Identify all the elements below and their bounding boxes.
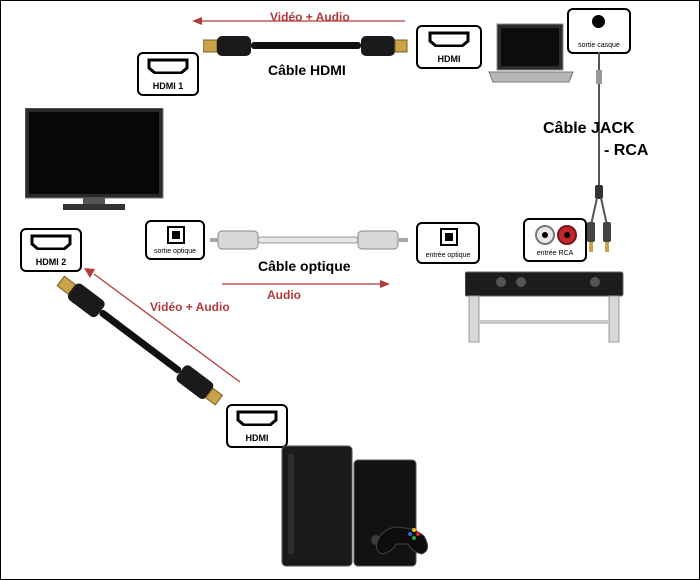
furniture-optical-in-callout: entrée optique [416, 222, 480, 264]
jack-cable-label-line1: Câble JACK [543, 120, 635, 137]
rca-white-port-icon [535, 225, 555, 245]
video-audio-label-bottom: Vidéo + Audio [150, 300, 230, 314]
optical-port-icon [167, 226, 185, 244]
console-hdmi-port-callout: HDMI [226, 404, 288, 448]
hdmi-cable-top [203, 36, 408, 56]
tv-hdmi2-label: HDMI 2 [35, 257, 67, 267]
optical-cable [210, 230, 408, 250]
laptop-headphone-label: sortie casque [578, 42, 620, 49]
tv-hdmi2-port-callout: HDMI 2 [20, 228, 82, 272]
hdmi-cable-bottom [56, 275, 224, 406]
hdmi-port-icon [428, 31, 470, 47]
home-cinema-furniture-icon [465, 271, 624, 343]
video-audio-arrow-bottom [84, 268, 241, 383]
audio-arrow [222, 280, 390, 288]
game-consoles-icon [281, 445, 428, 567]
audio-label: Audio [267, 288, 301, 302]
video-audio-arrow-top [192, 17, 405, 25]
hdmi-port-icon [30, 234, 72, 250]
laptop-icon [488, 23, 574, 83]
console-hdmi-label: HDMI [245, 433, 269, 443]
headphone-jack-icon [592, 15, 605, 28]
tv-optical-out-label: sortie optique [153, 248, 197, 255]
tv-optical-out-callout: sortie optique [145, 220, 205, 260]
laptop-hdmi-label: HDMI [437, 54, 461, 64]
rca-red-port-icon [557, 225, 577, 245]
hdmi-port-icon [236, 410, 278, 426]
tv-hdmi1-label: HDMI 1 [152, 81, 184, 91]
laptop-hdmi-port-callout: HDMI [416, 25, 482, 69]
furniture-rca-in-callout: entrée RCA [523, 218, 587, 262]
hdmi-cable-label: Câble HDMI [268, 62, 346, 78]
video-audio-label-top: Vidéo + Audio [270, 10, 350, 24]
laptop-headphone-port-callout: sortie casque [567, 8, 631, 54]
jack-rca-cable [587, 52, 611, 252]
tv-icon [25, 108, 164, 210]
furniture-rca-in-label: entrée RCA [536, 250, 574, 257]
jack-cable-label-line2: - RCA [604, 142, 649, 159]
optical-cable-label: Câble optique [258, 258, 351, 274]
tv-hdmi1-port-callout: HDMI 1 [137, 52, 199, 96]
optical-port-icon [440, 228, 458, 246]
furniture-optical-in-label: entrée optique [425, 252, 471, 259]
hdmi-port-icon [147, 58, 189, 74]
